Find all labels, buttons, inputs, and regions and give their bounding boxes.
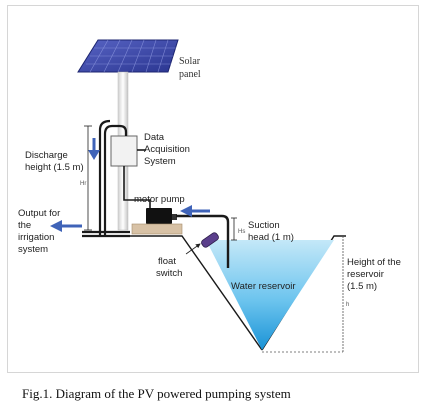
pump-outlet bbox=[172, 214, 177, 220]
motor-pump-label: motor pump bbox=[134, 194, 185, 205]
flow-arrow-down bbox=[88, 138, 100, 160]
discharge-height-label: Discharge height (1.5 m) bbox=[25, 150, 84, 173]
discharge-height-dimension bbox=[84, 125, 92, 231]
water-reservoir-label: Water reservoir bbox=[231, 281, 296, 292]
solar-panel-label: Solar panel bbox=[179, 56, 203, 80]
float-switch bbox=[201, 232, 219, 248]
flow-arrow-left bbox=[50, 220, 82, 232]
h-label: h bbox=[346, 302, 349, 308]
output-label: Output for the irrigation system bbox=[18, 208, 63, 255]
hr-label: Hr bbox=[80, 181, 86, 187]
figure-frame bbox=[7, 5, 419, 373]
suction-pipe bbox=[176, 214, 230, 268]
reservoir-height-label: Height of the reservoir (1.5 m) bbox=[347, 257, 404, 292]
float-switch-pointer bbox=[185, 243, 201, 255]
suction-head-label: Suction head (1 m) bbox=[248, 220, 294, 243]
float-switch-label: float switch bbox=[156, 256, 182, 279]
signal-cables bbox=[123, 149, 151, 210]
flow-arrow-right bbox=[180, 205, 210, 217]
suction-head-dimension bbox=[231, 217, 237, 241]
solar-panel bbox=[77, 39, 179, 73]
pump-platform bbox=[131, 223, 183, 235]
reservoir-height-dimension bbox=[262, 236, 344, 353]
water-reservoir bbox=[206, 240, 334, 350]
figure-caption: Fig.1. Diagram of the PV powered pumping… bbox=[22, 386, 291, 401]
motor-pump bbox=[146, 208, 172, 224]
hs-label: Hs bbox=[238, 229, 245, 235]
data-acquisition-label: Data Acquisition System bbox=[144, 132, 193, 167]
data-acquisition-box bbox=[110, 135, 138, 167]
discharge-pipe bbox=[82, 119, 130, 238]
